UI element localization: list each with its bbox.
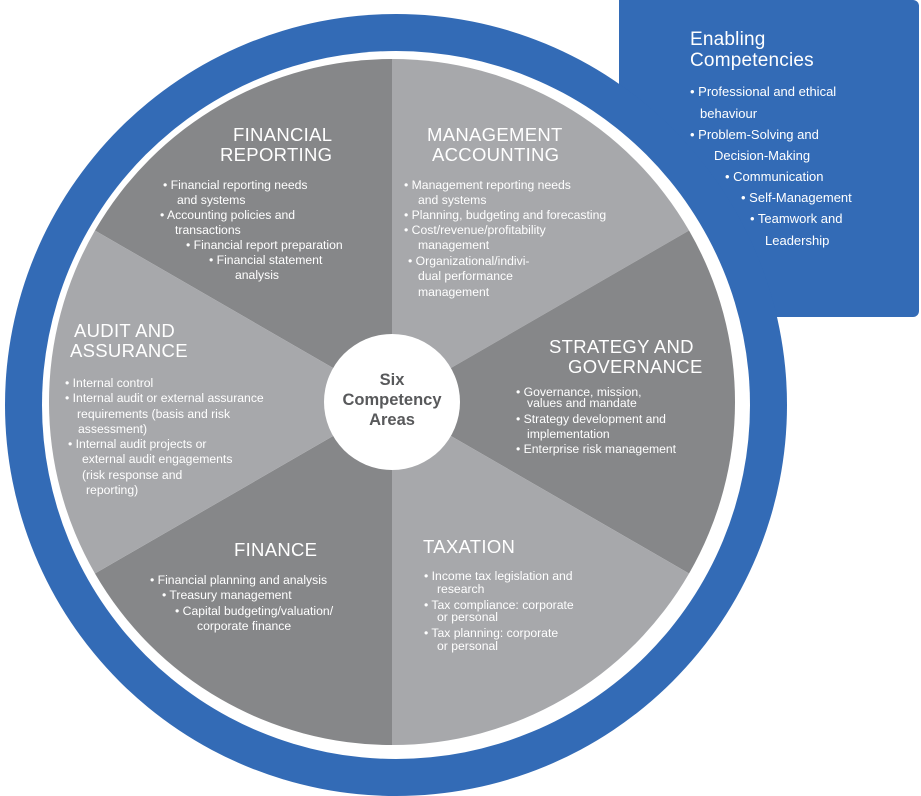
segment-title: FINANCIAL [233, 124, 333, 145]
segment-item: assessment) [78, 422, 148, 436]
segment-item: and systems [418, 193, 487, 207]
segment-item: • Tax planning: corporate [424, 626, 559, 640]
wedge-finance [94, 402, 392, 745]
segment-title: FINANCE [234, 539, 318, 560]
segment-item: • Treasury management [162, 588, 292, 602]
segment-item: research [437, 582, 485, 596]
enabling-item: • Communication [725, 169, 824, 184]
center-label-line: Six [379, 371, 405, 389]
segment-item: • Internal audit or external assurance [65, 391, 264, 405]
segment-item: requirements (basis and risk [77, 407, 231, 421]
segment-item: reporting) [86, 483, 139, 497]
wedge-strategy-governance [392, 230, 736, 574]
segment-title: MANAGEMENT [427, 124, 563, 145]
wedge-taxation [392, 402, 690, 745]
segment-item: dual performance [418, 269, 513, 283]
segment-item: or personal [437, 639, 498, 653]
segment-item: values and mandate [527, 396, 637, 410]
enabling-item: • Self-Management [741, 190, 852, 205]
enabling-item: Leadership [765, 233, 830, 248]
segment-item: • Capital budgeting/valuation/ [175, 604, 334, 618]
enabling-title-line: Enabling [690, 29, 766, 50]
segment-item: • Income tax legislation and [424, 569, 573, 583]
segment-item: • Tax compliance: corporate [424, 598, 574, 612]
segment-item: or personal [437, 610, 498, 624]
segment-item: • Financial report preparation [186, 238, 343, 252]
segment-item: • Internal control [65, 376, 154, 390]
segment-item: • Organizational/indivi- [408, 254, 530, 268]
center-label: Six Competency Areas [322, 370, 462, 430]
enabling-item: • Professional and ethical [690, 84, 837, 99]
segment-item: management [418, 285, 490, 299]
segment-item: implementation [527, 427, 610, 441]
segment-item: (risk response and [82, 468, 183, 482]
segment-title: GOVERNANCE [568, 356, 703, 377]
wedge-financial-reporting [94, 58, 392, 402]
segment-title: AUDIT AND [74, 320, 176, 341]
enabling-title: Enabling Competencies [690, 29, 814, 71]
center-label-line: Areas [369, 411, 415, 429]
segment-item: external audit engagements [82, 452, 233, 466]
segment-item: • Internal audit projects or [68, 437, 207, 451]
segment-title: TAXATION [423, 536, 516, 557]
segment-title: STRATEGY AND [549, 336, 694, 357]
segment-item: analysis [235, 268, 280, 282]
segment-title: REPORTING [220, 144, 333, 165]
segment-item: • Management reporting needs [404, 178, 571, 192]
wedge-audit-assurance [48, 230, 392, 574]
segment-title: ACCOUNTING [432, 144, 560, 165]
center-circle [324, 334, 460, 470]
segment-item: management [418, 238, 490, 252]
center-label-line: Competency [342, 391, 442, 409]
segment-item: transactions [175, 223, 241, 237]
enabling-title-line: Competencies [690, 50, 814, 71]
segment-item: and systems [177, 193, 246, 207]
enabling-item: • Problem-Solving and [690, 127, 819, 142]
segment-item: • Governance, mission, [516, 385, 642, 399]
segment-item: • Enterprise risk management [516, 442, 677, 456]
segment-item: • Strategy development and [516, 412, 666, 426]
segment-title: ASSURANCE [70, 340, 188, 361]
segment-item: corporate finance [197, 619, 292, 633]
segment-item: • Financial planning and analysis [150, 573, 328, 587]
segment-item: • Accounting policies and [160, 208, 296, 222]
enabling-item: Decision-Making [714, 148, 811, 163]
segment-item: • Financial reporting needs [163, 178, 308, 192]
enabling-item: • Teamwork and [750, 211, 843, 226]
enabling-item: behaviour [700, 106, 758, 121]
segment-item: • Cost/revenue/profitability [404, 223, 546, 237]
competency-wedges [48, 58, 736, 745]
segment-item: • Planning, budgeting and forecasting [404, 208, 607, 222]
wedge-management-accounting [392, 59, 690, 402]
segment-item: • Financial statement [209, 253, 323, 267]
